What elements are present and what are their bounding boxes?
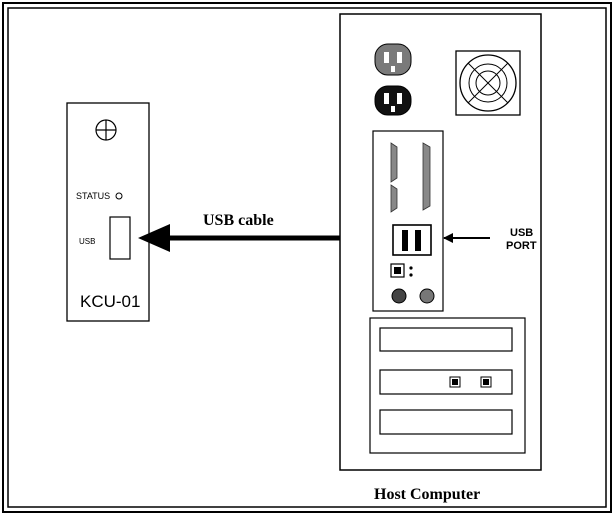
host-usb-port [392, 224, 432, 256]
cable-label: USB cable [203, 212, 274, 229]
serial-port [390, 142, 398, 183]
fan-icon [455, 50, 521, 116]
device-usb-socket [109, 216, 131, 260]
vga-port [390, 184, 398, 213]
expansion-slot [379, 409, 513, 435]
kcu-device-panel: STATUS USB KCU-01 [66, 102, 150, 322]
host-computer-caption: Host Computer [374, 486, 480, 503]
usb-label: USB [79, 237, 95, 246]
io-panel [372, 130, 444, 312]
usb-port-label-line2: PORT [506, 240, 537, 252]
ps2-port [391, 288, 407, 304]
screw-icon [95, 119, 117, 141]
ps2-port [419, 288, 435, 304]
expansion-slot [379, 327, 513, 352]
usb-port-label-line1: USB [510, 227, 533, 239]
status-label: STATUS [76, 191, 110, 201]
expansion-slot-panel [369, 317, 526, 454]
power-outlet-icon [374, 43, 412, 76]
parallel-port [422, 142, 431, 211]
status-led [115, 192, 123, 200]
expansion-slot [379, 369, 513, 395]
power-outlet-icon [374, 85, 412, 116]
device-name: KCU-01 [80, 292, 140, 311]
inner-frame [7, 7, 607, 508]
